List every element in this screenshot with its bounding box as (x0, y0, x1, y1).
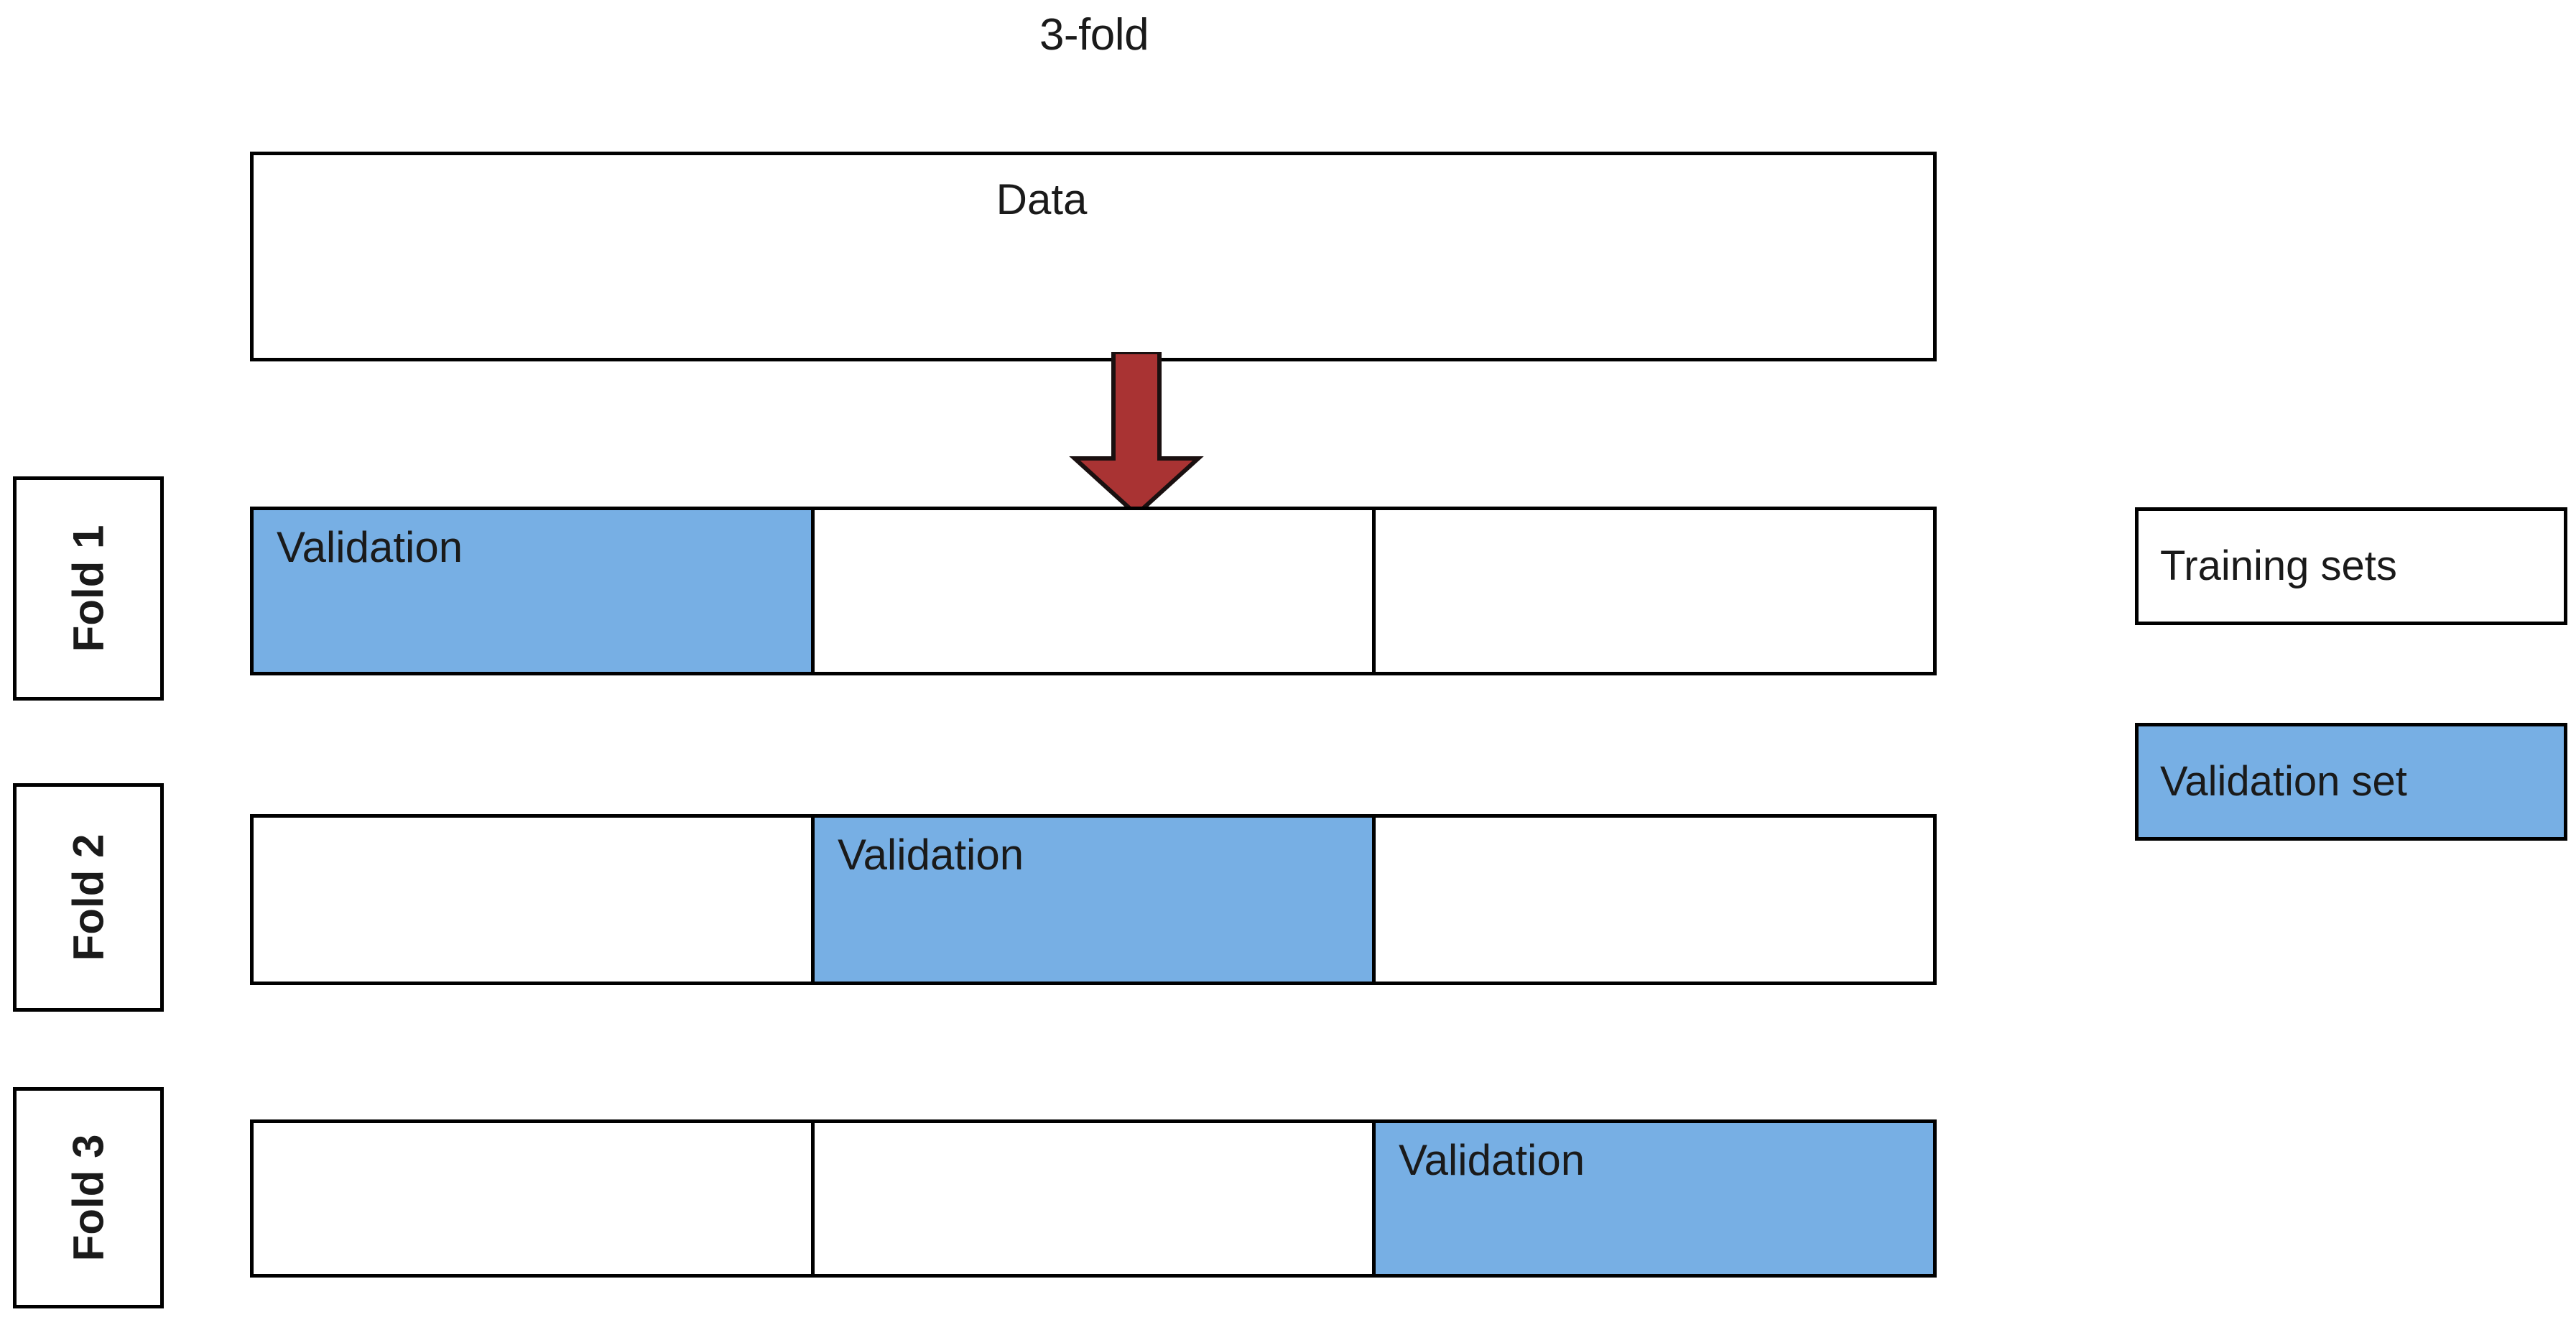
fold-3-segment-1[interactable] (250, 1119, 815, 1278)
fold-tag-2-label: Fold 2 (63, 833, 112, 961)
fold-2-segment-3[interactable] (1372, 814, 1937, 985)
fold-tag-2: Fold 2 (13, 783, 164, 1012)
fold-row-2: Validation (250, 814, 1937, 985)
fold-tag-3: Fold 3 (13, 1087, 164, 1308)
fold-tag-1-label: Fold 1 (63, 525, 112, 652)
fold-3-segment-2[interactable] (811, 1119, 1376, 1278)
fold-3-segment-3[interactable]: Validation (1372, 1119, 1937, 1278)
fold-1-segment-1-label: Validation (277, 523, 463, 571)
fold-tag-3-label: Fold 3 (63, 1134, 112, 1262)
fold-row-1: Validation (250, 507, 1937, 675)
down-arrow-icon (1065, 350, 1208, 518)
legend-training-sets-label: Training sets (2160, 542, 2397, 589)
fold-2-segment-2-label: Validation (838, 831, 1024, 879)
fold-3-segment-3-label: Validation (1399, 1136, 1585, 1184)
page-title: 3-fold (0, 13, 2576, 57)
page-title-text: 3-fold (1039, 10, 1149, 60)
fold-1-segment-1[interactable]: Validation (250, 507, 815, 675)
legend-training-sets: Training sets (2135, 507, 2567, 625)
fold-row-3: Validation (250, 1119, 1937, 1278)
fold-1-segment-2[interactable] (811, 507, 1376, 675)
legend-validation-set-label: Validation set (2160, 758, 2407, 805)
fold-1-segment-3[interactable] (1372, 507, 1937, 675)
fold-tag-1: Fold 1 (13, 476, 164, 701)
fold-2-segment-2[interactable]: Validation (811, 814, 1376, 985)
fold-2-segment-1[interactable] (250, 814, 815, 985)
legend-validation-set: Validation set (2135, 723, 2567, 841)
data-box: Data (250, 152, 1937, 361)
data-box-label: Data (996, 175, 1088, 223)
